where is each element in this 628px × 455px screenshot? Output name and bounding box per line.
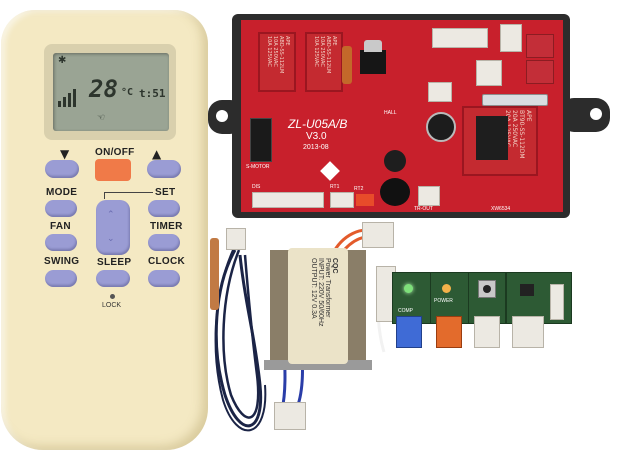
rocker-down-icon: ⌄ <box>107 234 115 244</box>
connector-top-2 <box>500 24 522 52</box>
hall-label: HALL <box>384 110 397 116</box>
relay-1: APE ABD-SS-112LM 10A 250VAC 10A 125VAC <box>258 32 296 92</box>
connector-mid-2 <box>428 82 452 102</box>
indicator-board-power <box>430 272 470 324</box>
temp-up-button[interactable] <box>147 160 181 178</box>
lock-label: LOCK <box>102 302 122 309</box>
connector-orange <box>436 316 462 348</box>
hand-icon: ☜ <box>97 113 106 123</box>
clock-button[interactable] <box>148 270 180 287</box>
transformer-connector-bottom <box>274 402 306 430</box>
smotor-connector <box>250 118 272 162</box>
mode-label: MODE <box>46 187 78 198</box>
regulator-tab <box>364 40 382 52</box>
mode-button[interactable] <box>45 200 77 217</box>
connector-blue <box>396 316 422 348</box>
mount-hole-left <box>216 110 228 122</box>
resistor <box>342 46 352 84</box>
relay-3-cover <box>476 116 508 160</box>
rt1-label: RT1 <box>330 184 340 190</box>
sensor-connector <box>226 228 246 250</box>
push-button[interactable] <box>478 280 496 298</box>
trout-connector <box>418 186 440 206</box>
board-date: 2013-08 <box>303 144 329 151</box>
timer-label: TIMER <box>150 221 183 232</box>
arrow-up-icon[interactable]: ▲ <box>152 147 162 161</box>
connector-white-3 <box>550 284 564 320</box>
ir-receiver <box>520 284 534 296</box>
lcd-unit: °C <box>121 87 134 98</box>
rocker-up-icon: ⌃ <box>107 210 115 220</box>
transformer-coil <box>288 248 348 364</box>
dis-connector <box>252 192 324 208</box>
voltage-regulator <box>360 50 386 74</box>
rt2-connector <box>356 194 374 206</box>
temp-down-button[interactable] <box>45 160 79 178</box>
comp-label: COMP <box>398 308 413 314</box>
mount-hole-right <box>590 108 602 120</box>
connector-mid-1 <box>476 60 502 86</box>
transformer-connector-top <box>362 222 394 248</box>
led-green <box>404 284 413 293</box>
blue-relay-2 <box>526 60 554 84</box>
set-label: SET <box>155 187 176 198</box>
board-model: ZL-U05A/B <box>288 117 348 131</box>
timer-button[interactable] <box>148 234 180 251</box>
transformer-bracket <box>264 360 372 370</box>
transformer-line1: Power Transformer <box>324 258 331 318</box>
connector-top-1 <box>432 28 488 48</box>
lock-dot[interactable] <box>110 294 115 299</box>
power-label: POWER <box>434 298 453 304</box>
transformer-label: CQC Power Transformer INPUT: 220V 50/60H… <box>292 254 346 358</box>
swing-button[interactable] <box>45 270 77 287</box>
relay-2: APE ABD-SS-112LM 10A 250VAC 10A 125VAC <box>305 32 343 92</box>
set-rocker-button[interactable]: ⌃ ⌄ <box>96 200 130 255</box>
blue-relay-1 <box>526 34 554 58</box>
lcd-temperature: 28 <box>89 75 118 103</box>
onoff-label: ON/OFF <box>95 147 135 158</box>
fan-label: FAN <box>50 221 71 232</box>
onoff-button[interactable] <box>95 159 131 181</box>
led3-label: LED3 <box>546 324 559 330</box>
fan-button[interactable] <box>45 234 77 251</box>
buzzer <box>380 178 410 206</box>
lcd-timer: t:51 <box>139 87 166 100</box>
signal-bars-icon <box>58 89 76 107</box>
temperature-sensor-cable <box>214 249 267 432</box>
transformer-line3: OUTPUT: 12V 0.3A <box>310 258 317 319</box>
connector-white-1 <box>474 316 500 348</box>
transformer-brand: CQC <box>331 258 338 274</box>
sleep-button[interactable] <box>96 270 130 287</box>
rt1-connector <box>330 192 354 208</box>
capacitor-1 <box>426 112 456 142</box>
capacitor-2 <box>384 150 406 172</box>
led-orange <box>442 284 451 293</box>
smotor-label: S-MOTOR <box>246 164 270 170</box>
connector-white-2 <box>512 316 544 348</box>
clock-label: CLOCK <box>148 256 186 267</box>
swing-label: SWING <box>44 256 80 267</box>
remote-lcd-display: ✱ 28 °C t:51 ☜ <box>53 53 169 131</box>
sleep-label: SLEEP <box>97 257 132 268</box>
set-bracket <box>104 192 153 199</box>
arrow-down-icon[interactable]: ▼ <box>60 147 70 161</box>
fuse <box>482 94 548 106</box>
board-version: V3.0 <box>306 131 327 142</box>
trout-label: TR-OUT <box>414 206 433 212</box>
sensor-probe <box>210 238 219 310</box>
rt2-label: RT2 <box>354 186 364 192</box>
set-up-button[interactable] <box>148 200 180 217</box>
transformer-line2: INPUT: 220V 50/60Hz <box>317 258 324 327</box>
snowflake-icon: ✱ <box>58 55 67 66</box>
push-button-cap <box>483 285 491 293</box>
dis-label: DIS <box>252 184 261 190</box>
board-code: XW6534 <box>491 206 511 212</box>
